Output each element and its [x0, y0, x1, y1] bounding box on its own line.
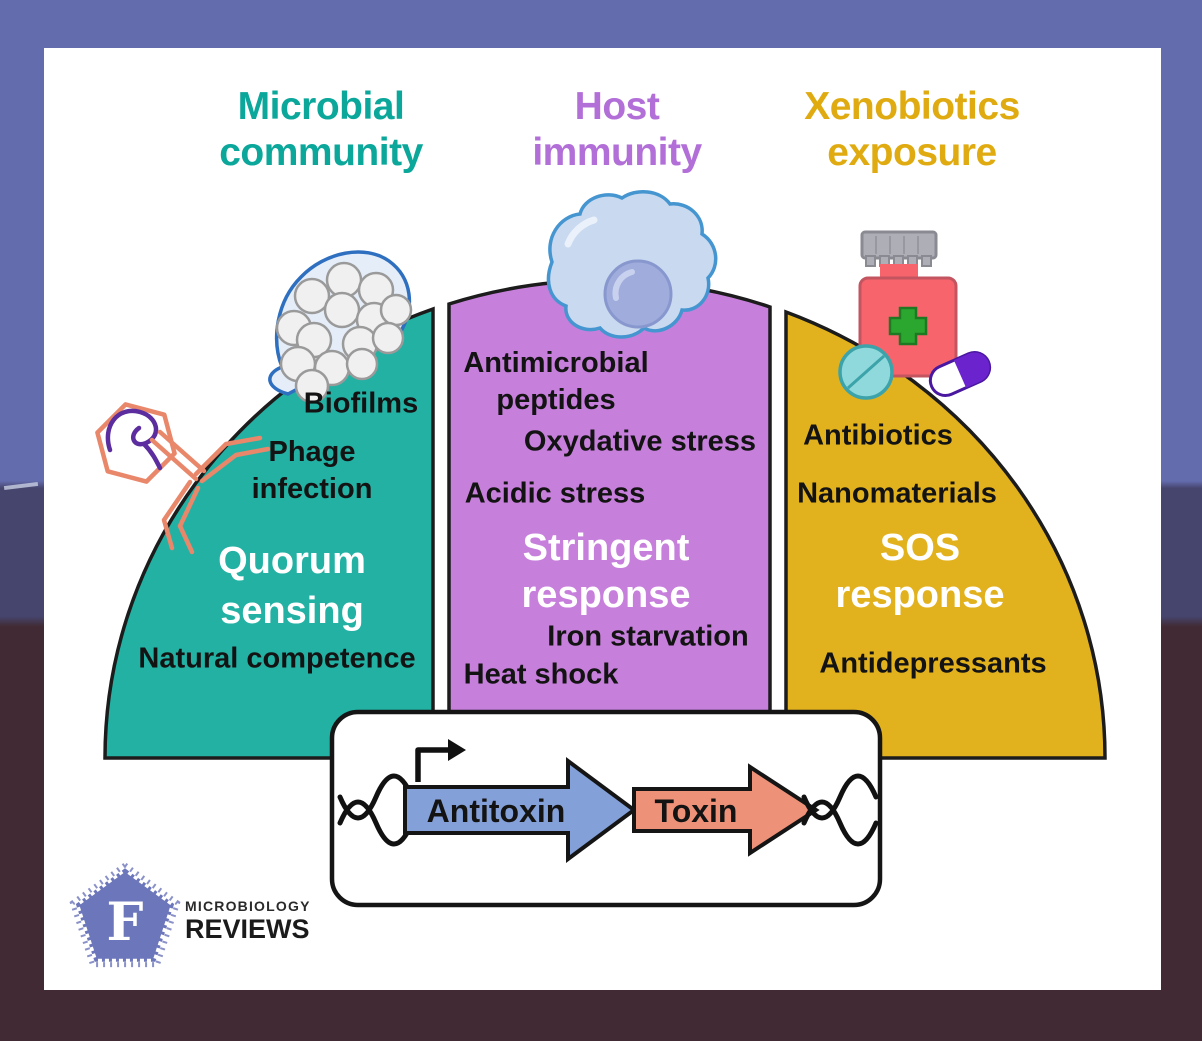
label-acidic-stress: Acidic stress	[464, 477, 646, 510]
label-oxydative-stress: Oxydative stress	[523, 425, 757, 458]
label-sos-response: SOS response	[835, 527, 1005, 616]
label-iron-starvation: Iron starvation	[547, 620, 749, 653]
label-stringent-response: Stringent response	[521, 527, 691, 616]
label-antibiotics: Antibiotics	[803, 419, 953, 452]
journal-name-line1: MICROBIOLOGY	[185, 898, 311, 914]
bacteriophage-icon	[95, 402, 271, 555]
dna-helix-icon	[801, 773, 879, 847]
toxin-gene-arrow	[632, 763, 820, 857]
label-phage-infection: Phage infection	[251, 436, 373, 505]
biofilm-cells-icon	[268, 250, 413, 404]
antitoxin-gene-arrow	[403, 757, 638, 863]
label-antimicrobial-peptides: Antimicrobial peptides	[463, 347, 649, 416]
journal-logo-pentagon: F	[69, 861, 181, 968]
section-title-microbial-community: Microbial community	[219, 85, 423, 174]
label-antidepressants: Antidepressants	[819, 647, 1047, 680]
label-heat-shock: Heat shock	[463, 658, 619, 691]
label-natural-competence: Natural competence	[138, 642, 416, 675]
figure-card: Microbial community Host immunity Xenobi…	[44, 48, 1161, 990]
toxin-antitoxin-gene-box: Antitoxin Toxin	[329, 709, 883, 908]
logo-letter: F	[107, 892, 144, 953]
label-quorum-sensing: Quorum sensing	[218, 540, 366, 632]
green-cross-icon	[888, 306, 928, 346]
promoter-arrow-icon	[415, 739, 466, 782]
section-title-host-immunity: Host immunity	[532, 85, 702, 174]
diagram-canvas: Antitoxin Toxin F	[69, 190, 1107, 968]
immune-cell-icon	[546, 190, 718, 339]
label-biofilms: Biofilms	[303, 387, 419, 420]
dna-helix-icon	[337, 773, 415, 847]
journal-name-line2: REVIEWS	[185, 914, 310, 944]
antitoxin-label: Antitoxin	[427, 793, 566, 829]
section-title-xenobiotics-exposure: Xenobiotics exposure	[804, 85, 1020, 174]
toxin-label: Toxin	[655, 793, 738, 829]
capsule-pill-icon	[928, 350, 992, 398]
background-streak	[3, 481, 39, 491]
tablet-pill-icon	[838, 344, 894, 400]
label-nanomaterials: Nanomaterials	[797, 477, 997, 510]
